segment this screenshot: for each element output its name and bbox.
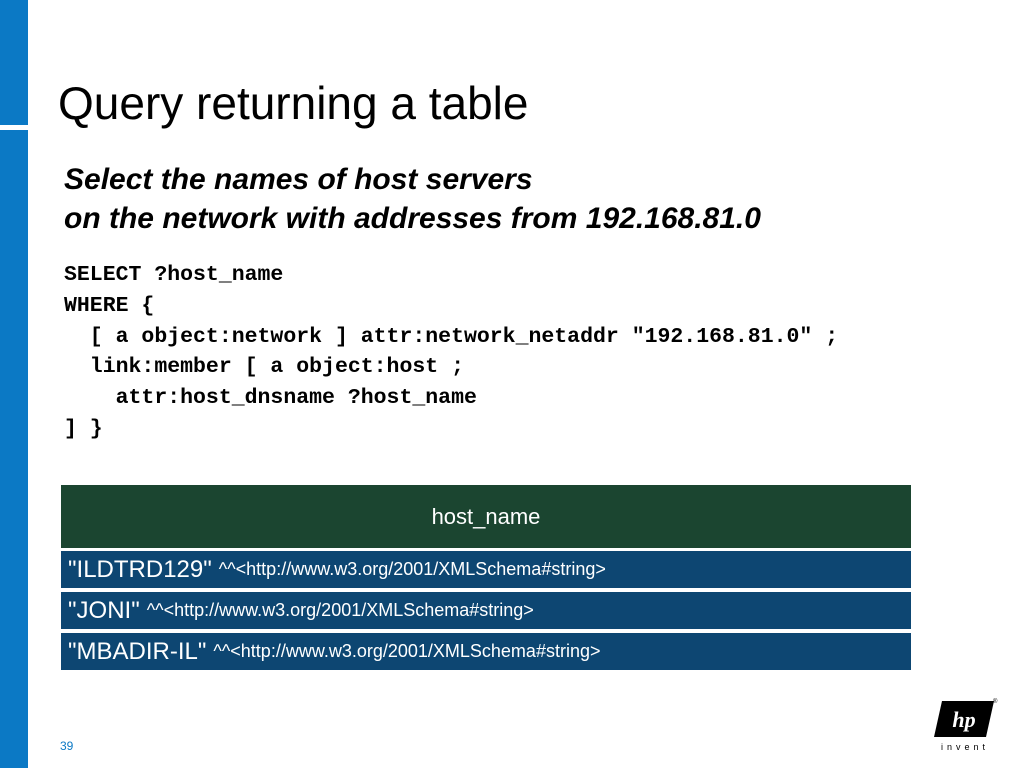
page-number: 39 xyxy=(60,739,74,753)
cell-host-name: "ILDTRD129" xyxy=(68,555,212,583)
slide-title: Query returning a table xyxy=(58,77,529,129)
code-line: attr:host_dnsname ?host_name xyxy=(64,386,477,411)
subtitle-line-1: Select the names of host servers xyxy=(64,163,533,196)
logo-mark: hp xyxy=(952,707,975,732)
code-line: SELECT ?host_name xyxy=(64,263,284,287)
cell-datatype: ^^<http://www.w3.org/2001/XMLSchema#stri… xyxy=(146,600,534,620)
title-divider xyxy=(28,125,58,129)
cell-datatype: ^^<http://www.w3.org/2001/XMLSchema#stri… xyxy=(218,559,606,579)
table-row: "MBADIR-IL" ^^<http://www.w3.org/2001/XM… xyxy=(61,633,911,670)
code-line: ] } xyxy=(64,416,103,441)
logo-trademark: ® xyxy=(993,699,998,705)
logo-tagline: invent xyxy=(940,742,990,752)
hp-logo-icon: hp xyxy=(934,701,994,737)
code-line: link:member [ a object:host ; xyxy=(64,355,464,380)
left-bar-divider xyxy=(0,125,28,130)
table-row: "ILDTRD129" ^^<http://www.w3.org/2001/XM… xyxy=(61,551,911,588)
cell-host-name: "MBADIR-IL" xyxy=(68,637,207,665)
slide-subtitle: Select the names of host servers on the … xyxy=(64,160,761,238)
cell-datatype: ^^<http://www.w3.org/2001/XMLSchema#stri… xyxy=(213,641,601,661)
table-header-host-name: host_name xyxy=(61,485,911,548)
code-line: [ a object:network ] attr:network_netadd… xyxy=(64,324,839,349)
cell-host-name: "JONI" xyxy=(68,596,140,624)
code-line: WHERE { xyxy=(64,293,155,318)
query-result-table: host_name "ILDTRD129" ^^<http://www.w3.o… xyxy=(61,485,911,674)
subtitle-line-2: on the network with addresses from 192.1… xyxy=(64,202,761,235)
left-accent-bar xyxy=(0,0,28,768)
table-row: "JONI" ^^<http://www.w3.org/2001/XMLSche… xyxy=(61,592,911,629)
